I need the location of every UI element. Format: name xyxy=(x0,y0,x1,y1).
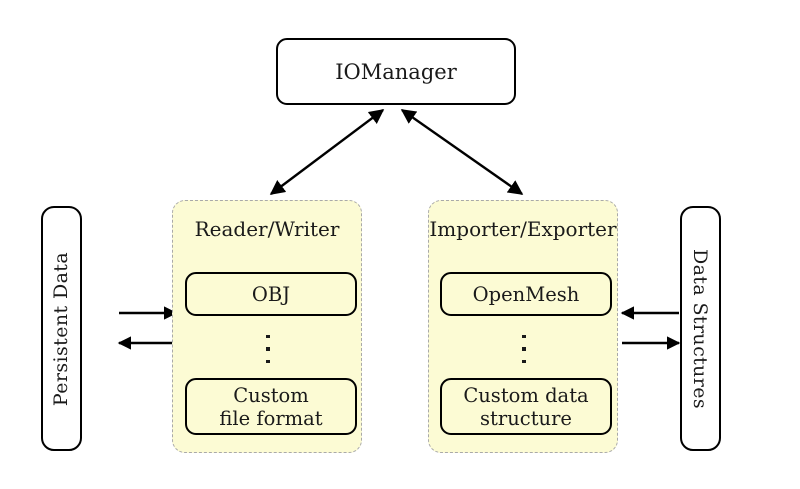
box-custom-data-structure-line2: structure xyxy=(480,406,572,430)
box-custom-file-format-line1: Custom xyxy=(233,383,309,407)
box-obj-label: OBJ xyxy=(251,282,291,306)
iomanager-label: IOManager xyxy=(335,59,457,84)
arrow-iomanager-importer-exporter xyxy=(400,109,524,195)
iomanager-node[interactable]: IOManager xyxy=(276,38,516,105)
box-custom-file-format-line2: file format xyxy=(219,406,323,430)
panel-importer-exporter: Importer/Exporter OpenMesh Custom data s… xyxy=(428,200,618,453)
box-openmesh[interactable]: OpenMesh xyxy=(440,272,612,316)
data-structures-node[interactable]: Data Structures xyxy=(680,206,721,451)
box-obj[interactable]: OBJ xyxy=(185,272,357,316)
arrow-iomanager-reader-writer xyxy=(269,109,385,195)
ellipsis-importer-exporter xyxy=(519,335,529,363)
box-custom-data-structure[interactable]: Custom data structure xyxy=(440,378,612,435)
data-structures-label: Data Structures xyxy=(689,248,712,409)
box-custom-file-format[interactable]: Custom file format xyxy=(185,378,357,435)
box-openmesh-label: OpenMesh xyxy=(472,282,580,306)
persistent-data-label: Persistent Data xyxy=(50,251,73,406)
panel-reader-writer-title: Reader/Writer xyxy=(194,217,340,241)
persistent-data-node[interactable]: Persistent Data xyxy=(41,206,82,451)
ellipsis-reader-writer xyxy=(263,335,273,363)
panel-importer-exporter-title: Importer/Exporter xyxy=(429,217,617,241)
box-custom-data-structure-line1: Custom data xyxy=(463,383,589,407)
panel-reader-writer: Reader/Writer OBJ Custom file format xyxy=(172,200,362,453)
